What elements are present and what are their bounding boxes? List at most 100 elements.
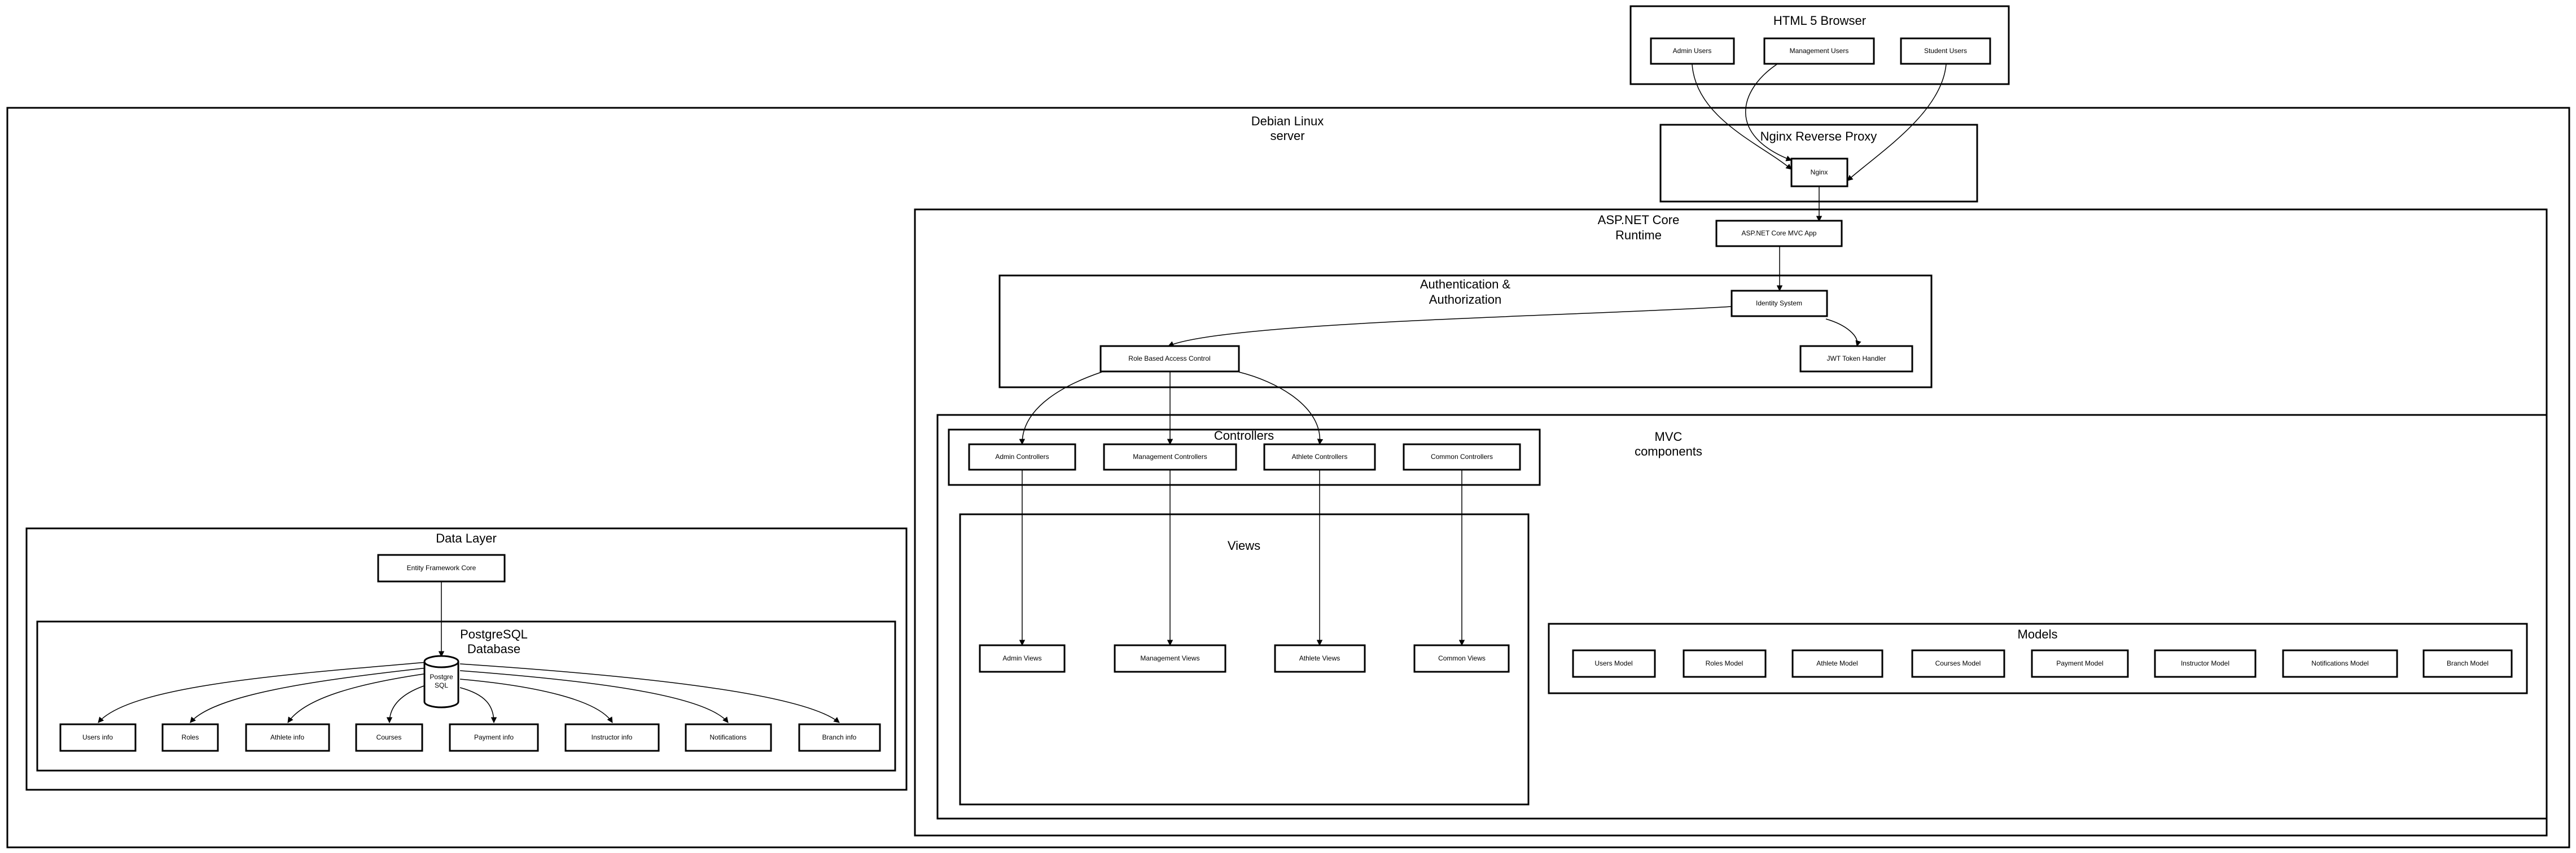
svg-text:Athlete Views: Athlete Views [1299, 654, 1340, 662]
node-users-info[interactable]: Users info [59, 723, 137, 752]
svg-text:Users info: Users info [82, 733, 113, 741]
postgres-label-line2: SQL [435, 681, 448, 689]
cluster-title-database-line2: Database [467, 642, 520, 656]
cluster-title-auth-line2: Authorization [1429, 292, 1501, 307]
node-management-views[interactable]: Management Views [1114, 644, 1226, 673]
svg-text:Athlete Model: Athlete Model [1816, 659, 1857, 667]
node-aspnet-core-mvc-app[interactable]: ASP.NET Core MVC App [1715, 220, 1843, 247]
node-roles-model[interactable]: Roles Model [1683, 649, 1767, 678]
svg-text:Management Controllers: Management Controllers [1133, 453, 1207, 461]
node-management-users[interactable]: Management Users [1763, 37, 1875, 65]
svg-text:Branch info: Branch info [822, 733, 857, 741]
svg-text:Admin Views: Admin Views [1002, 654, 1041, 662]
node-entity-framework-core[interactable]: Entity Framework Core [377, 554, 506, 583]
cluster-title-server-line2: server [1270, 129, 1304, 143]
edge-admin-users-to-nginx [1692, 64, 1792, 170]
node-notifications-model[interactable]: Notifications Model [2282, 649, 2398, 678]
svg-text:Roles Model: Roles Model [1706, 659, 1743, 667]
cluster-title-mvc-line1: MVC [1655, 430, 1683, 444]
svg-text:Courses Model: Courses Model [1935, 659, 1981, 667]
svg-text:Payment info: Payment info [474, 733, 514, 741]
node-roles[interactable]: Roles [161, 723, 219, 752]
svg-text:Instructor Model: Instructor Model [2181, 659, 2229, 667]
node-athlete-info[interactable]: Athlete info [245, 723, 330, 752]
svg-text:Identity System: Identity System [1756, 299, 1802, 307]
svg-text:Student Users: Student Users [1924, 47, 1967, 55]
node-instructor-info[interactable]: Instructor info [564, 723, 660, 752]
edge-postgres-to-payment-info [459, 687, 497, 724]
edges [98, 64, 1947, 724]
svg-text:Entity Framework Core: Entity Framework Core [407, 564, 476, 572]
cluster-title-proxy: Nginx Reverse Proxy [1760, 129, 1877, 143]
node-users-model[interactable]: Users Model [1572, 649, 1656, 678]
node-athlete-model[interactable]: Athlete Model [1791, 649, 1883, 678]
edge-postgres-to-roles [190, 667, 428, 723]
edge-student-users-to-nginx [1847, 64, 1947, 181]
cluster-title-browser: HTML 5 Browser [1773, 14, 1866, 28]
edge-postgres-to-users-info [98, 662, 428, 723]
svg-text:ASP.NET Core MVC App: ASP.NET Core MVC App [1742, 229, 1817, 237]
svg-text:Instructor info: Instructor info [592, 733, 633, 741]
node-management-controllers[interactable]: Management Controllers [1103, 443, 1237, 471]
cluster-title-mvc-line2: components [1635, 444, 1702, 458]
svg-text:Role Based Access Control: Role Based Access Control [1128, 355, 1210, 362]
cluster-title-runtime-line2: Runtime [1615, 228, 1662, 242]
svg-text:Athlete info: Athlete info [270, 733, 304, 741]
node-role-based-access-control[interactable]: Role Based Access Control [1099, 345, 1240, 373]
edge-postgres-to-instructor-info [459, 679, 613, 723]
svg-text:Admin Controllers: Admin Controllers [995, 453, 1049, 461]
svg-text:Roles: Roles [182, 733, 199, 741]
node-athlete-controllers[interactable]: Athlete Controllers [1263, 443, 1376, 471]
cluster-title-auth-line1: Authentication & [1420, 277, 1511, 291]
node-admin-controllers[interactable]: Admin Controllers [968, 443, 1076, 471]
node-admin-users[interactable]: Admin Users [1650, 37, 1735, 65]
node-athlete-views[interactable]: Athlete Views [1274, 644, 1366, 673]
edge-identity-to-rbac [1168, 306, 1732, 347]
svg-text:Management Users: Management Users [1790, 47, 1849, 55]
node-jwt-token-handler[interactable]: JWT Token Handler [1799, 345, 1913, 373]
node-branch-model[interactable]: Branch Model [2422, 649, 2513, 678]
svg-text:Athlete Controllers: Athlete Controllers [1292, 453, 1348, 461]
cluster-title-controllers: Controllers [1214, 428, 1274, 443]
svg-text:Notifications Model: Notifications Model [2311, 659, 2368, 667]
svg-text:Common Controllers: Common Controllers [1431, 453, 1493, 461]
edge-postgres-to-courses [386, 684, 428, 724]
edge-rbac-to-admin-controllers [1019, 371, 1102, 445]
node-instructor-model[interactable]: Instructor Model [2154, 649, 2257, 678]
cluster-title-models: Models [2018, 627, 2058, 641]
edge-postgres-to-athlete-info [287, 673, 428, 723]
svg-text:Users Model: Users Model [1594, 659, 1632, 667]
node-branch-info[interactable]: Branch info [798, 723, 881, 752]
edge-identity-to-jwt [1825, 318, 1861, 347]
node-courses[interactable]: Courses [355, 723, 423, 752]
svg-text:Admin Users: Admin Users [1673, 47, 1712, 55]
edge-postgres-to-notifications [459, 670, 729, 723]
cluster-title-server-line1: Debian Linux [1251, 114, 1324, 128]
cluster-title-runtime-line1: ASP.NET Core [1598, 213, 1680, 227]
svg-text:Management Views: Management Views [1140, 654, 1199, 662]
cluster-title-data-layer: Data Layer [436, 531, 497, 545]
edge-rbac-to-athlete-controllers [1238, 371, 1324, 445]
node-postgresql-cylinder[interactable]: Postgre SQL [423, 655, 459, 708]
cluster-title-database-line1: PostgreSQL [460, 627, 528, 641]
node-identity-system[interactable]: Identity System [1731, 290, 1828, 317]
node-student-users[interactable]: Student Users [1900, 37, 1991, 65]
node-admin-views[interactable]: Admin Views [979, 644, 1066, 673]
node-common-controllers[interactable]: Common Controllers [1403, 443, 1521, 471]
node-nginx[interactable]: Nginx [1790, 158, 1848, 187]
node-common-views[interactable]: Common Views [1413, 644, 1510, 673]
node-notifications[interactable]: Notifications [685, 723, 772, 752]
svg-text:Notifications: Notifications [709, 733, 746, 741]
edge-postgres-to-branch-info [459, 663, 840, 723]
svg-text:Common Views: Common Views [1438, 654, 1486, 662]
svg-text:Courses: Courses [376, 733, 402, 741]
node-courses-model[interactable]: Courses Model [1911, 649, 2005, 678]
postgres-label-line1: Postgre [430, 673, 453, 681]
svg-text:JWT Token Handler: JWT Token Handler [1827, 355, 1886, 362]
edge-management-users-to-nginx [1745, 64, 1792, 161]
node-payment-model[interactable]: Payment Model [2031, 649, 2129, 678]
svg-text:Payment Model: Payment Model [2056, 659, 2103, 667]
svg-text:Nginx: Nginx [1811, 168, 1828, 176]
node-payment-info[interactable]: Payment info [449, 723, 539, 752]
